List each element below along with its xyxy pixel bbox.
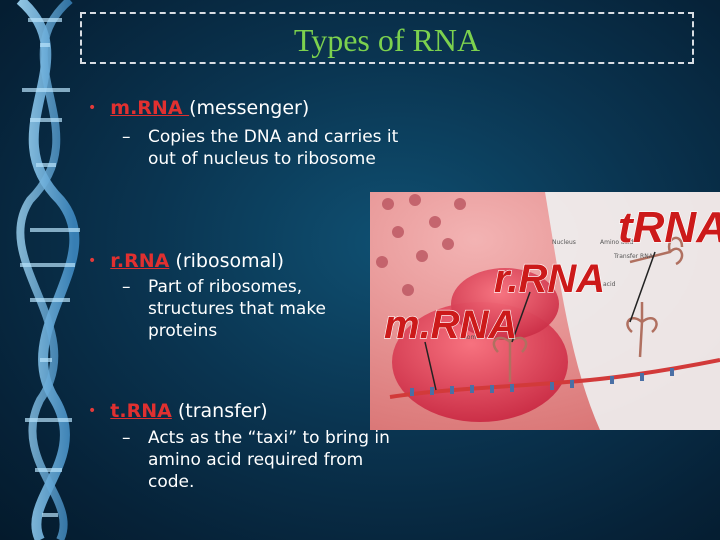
sub-dash: – — [122, 277, 131, 297]
bullet-dot: • — [88, 403, 97, 419]
bullet-rrna: • r.RNA (ribosomal) — [88, 250, 284, 272]
bullet-mrna: • m.RNA (messenger) — [88, 97, 309, 119]
sub-bullet-trna: – Acts as the “taxi” to bring in amino a… — [122, 427, 412, 493]
label-trna: tRNA — [618, 203, 720, 252]
bullet-dot: • — [88, 253, 97, 269]
sub-bullet-rrna: – Part of ribosomes, structures that mak… — [122, 276, 362, 342]
rna-illustration: Nucleus Amino acid Transfer RNA Amino ac… — [370, 192, 720, 430]
label-mrna: m.RNA — [384, 303, 517, 347]
title-frame: Types of RNA — [80, 12, 694, 64]
sub-dash: – — [122, 428, 131, 448]
label-amino-acid-1: Amino acid — [600, 239, 634, 246]
bullet-desc: (transfer) — [171, 400, 268, 422]
bullet-desc: (ribosomal) — [169, 250, 284, 272]
label-rrna: r.RNA — [494, 257, 605, 301]
sub-bullet-mrna: – Copies the DNA and carries it out of n… — [122, 126, 412, 170]
bullet-term: t.RNA — [110, 400, 172, 422]
rna-illustration-svg: Nucleus Amino acid Transfer RNA Amino ac… — [370, 192, 720, 430]
bullet-trna: • t.RNA (transfer) — [88, 400, 268, 422]
bullet-desc: (messenger) — [189, 97, 310, 119]
sub-text: Copies the DNA and carries it out of nuc… — [148, 127, 399, 169]
bullet-dot: • — [88, 100, 97, 116]
dna-helix-decoration — [16, 0, 80, 540]
bullet-term: r.RNA — [110, 250, 170, 272]
label-transfer-rna: Transfer RNA — [613, 253, 654, 260]
label-osome: osome — [460, 334, 480, 341]
trna-molecule — [492, 236, 684, 382]
slide-title: Types of RNA — [293, 22, 481, 58]
sub-text: Part of ribosomes, structures that make … — [148, 277, 327, 341]
bullet-term: m.RNA — [110, 97, 190, 119]
label-nucleus: Nucleus — [552, 239, 576, 246]
sub-dash: – — [122, 127, 131, 147]
sub-text: Acts as the “taxi” to bring in amino aci… — [148, 428, 390, 492]
label-amino-acid-2: Amino acid — [582, 281, 616, 288]
codons — [410, 368, 674, 396]
nuclear-pores — [376, 194, 466, 296]
